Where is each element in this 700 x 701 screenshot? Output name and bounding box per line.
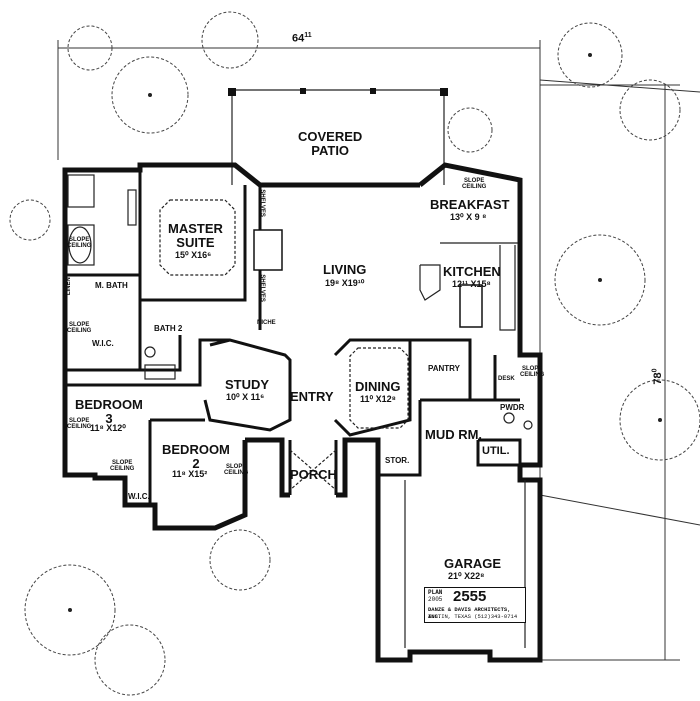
room-bedroom2-size: 11⁸ X15² [172,469,208,479]
room-study-size: 10⁰ X 11⁶ [226,392,265,402]
plan-title-stamp: PLAN 2005 2555 DANZE & DAVIS ARCHITECTS,… [424,587,526,623]
room-pwdr-name: PWDR [500,403,525,412]
slope-ceiling-note: SLOPE CEILING [224,464,249,477]
plan-label: PLAN [428,589,443,596]
linen-note: LINEN [65,277,72,296]
plan-number: 2555 [453,588,487,605]
room-master-suite-size: 15⁰ X16⁶ [175,250,212,260]
room-living-size: 19⁸ X19¹⁰ [325,278,365,288]
room-util-name: UTIL. [482,445,510,457]
slope-ceiling-note: SLOPE CEILING [67,418,92,431]
room-wic-master-name: W.I.C. [92,339,114,348]
slope-ceiling-note: SLOPE CEILING [462,178,487,191]
width-dimension-label: 6411 [292,32,312,45]
depth-dimension-label: 780 [651,368,665,385]
room-stor-name: STOR. [385,456,410,465]
room-kitchen-name: KITCHEN [443,264,501,279]
plan-year: 2005 [428,596,443,603]
room-mud-rm-name: MUD RM. [425,427,483,442]
room-entry-name: ENTRY [290,389,334,404]
room-study-name: STUDY [225,377,270,392]
room-breakfast-name: BREAKFAST [430,197,510,212]
niche-note: NICHE [257,320,276,326]
slope-ceiling-note: SLOPE CEILING [520,366,545,379]
shelves-note: SHELVES [258,274,265,302]
room-porch-name: PORCH [290,467,337,482]
room-bedroom3-size: 11⁸ X12⁰ [90,423,126,433]
room-bedroom3-name: BEDROOM 3 [75,397,143,426]
fixtures [67,174,533,430]
room-garage-name: GARAGE [444,556,502,571]
room-garage-size: 21⁰ X22⁸ [448,571,485,581]
slope-ceiling-note: SLOPE CEILING [67,237,92,250]
slope-ceiling-note: SLOPE CEILING [110,460,135,473]
dimension-lines [57,40,700,661]
room-kitchen-size: 12¹¹ X15⁸ [452,279,491,289]
room-wic2-name: W.I.C. [128,492,150,501]
room-pantry-name: PANTRY [428,364,460,373]
room-covered-patio-name: COVERED PATIO [298,129,363,158]
firm-name: DANZE & DAVIS ARCHITECTS, INC. [428,606,511,620]
room-bath2-name: BATH 2 [154,324,183,333]
interior-walls [65,165,522,505]
ceiling-outlines [159,199,526,648]
slope-ceiling-note: SLOPE CEILING [67,322,92,335]
covered-patio-outline [228,88,448,185]
desk-label: DESK [498,376,515,382]
room-dining-name: DINING [355,379,401,394]
room-master-suite-name: MASTER SUITE [168,221,223,250]
room-living-name: LIVING [323,262,367,277]
firm-location: AUSTIN, TEXAS (512)343-0714 [428,613,518,620]
room-breakfast-size: 13⁰ X 9 ⁸ [450,212,487,222]
room-bedroom2-name: BEDROOM 2 [162,442,230,471]
room-m-bath-name: M. BATH [95,281,128,290]
room-dining-size: 11⁰ X12⁸ [360,394,396,404]
shelves-note: SHELVES [258,189,265,217]
landscaping [9,11,700,696]
